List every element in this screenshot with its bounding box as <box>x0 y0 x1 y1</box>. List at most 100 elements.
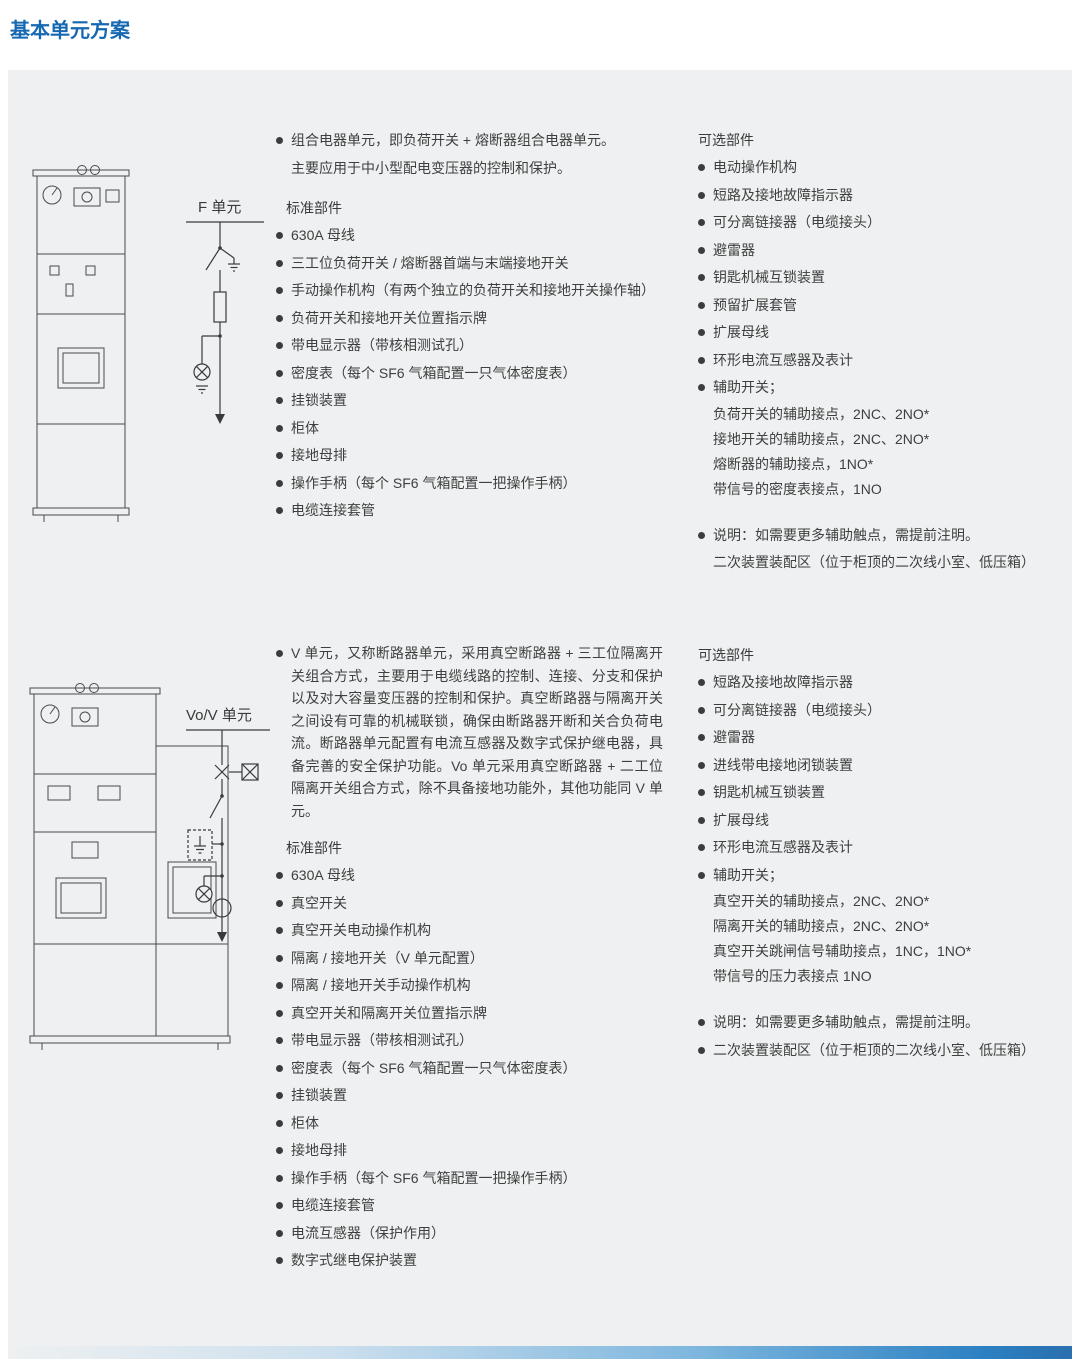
note-item: 说明：如需要更多辅助触点，需提前注明。 <box>698 1009 1070 1037</box>
bullet-icon <box>698 871 705 879</box>
bullet-icon <box>698 816 705 824</box>
bullet-icon <box>276 397 283 404</box>
list-item: 辅助开关； <box>698 862 1070 890</box>
bullet-icon <box>698 384 705 391</box>
f-unit-optional-column: 可选部件 电动操作机构 短路及接地故障指示器 可分离链接器（电缆接头） 避雷器 … <box>698 127 1068 577</box>
aux-contact-line: 隔离开关的辅助接点，2NC、2NO* <box>713 918 930 934</box>
list-item: 负荷开关和接地开关位置指示牌 <box>276 305 688 333</box>
aux-contact-line: 真空开关的辅助接点，2NC、2NO* <box>713 893 930 909</box>
f-unit-description-column: 组合电器单元，即负荷开关 + 熔断器组合电器单元。 主要应用于中小型配电变压器的… <box>276 127 688 525</box>
page-title: 基本单元方案 <box>10 20 130 42</box>
list-item: 钥匙机械互锁装置 <box>698 264 1068 292</box>
v-optional-header: 可选部件 <box>698 647 754 663</box>
bullet-icon <box>698 329 705 336</box>
bullet-icon <box>276 369 283 377</box>
bullet-icon <box>276 899 283 907</box>
bullet-icon <box>698 356 705 364</box>
bullet-icon <box>276 507 283 514</box>
bullet-icon <box>276 137 283 144</box>
bullet-icon <box>276 927 283 934</box>
bullet-icon <box>276 452 283 459</box>
v-intro-paragraph: V 单元，又称断路器单元，采用真空断路器 + 三工位隔离开关组合方式，主要用于电… <box>276 642 688 822</box>
note-item: 二次装置装配区（位于柜顶的二次线小室、低压箱） <box>713 554 1035 570</box>
list-item: 挂锁装置 <box>276 1082 688 1110</box>
list-item: 预留扩展套管 <box>698 292 1068 320</box>
bullet-icon <box>698 301 705 309</box>
list-item: 电动操作机构 <box>698 154 1068 182</box>
bullet-icon <box>276 982 283 989</box>
bullet-icon <box>276 1037 283 1044</box>
f-standard-header: 标准部件 <box>286 200 342 216</box>
list-item: 柜体 <box>276 415 688 443</box>
list-item: 可分离链接器（电缆接头） <box>698 209 1068 237</box>
bullet-icon <box>276 954 283 962</box>
list-item: 密度表（每个 SF6 气箱配置一只气体密度表） <box>276 360 688 388</box>
bullet-icon <box>276 1064 283 1072</box>
bullet-icon <box>276 259 283 267</box>
v-unit-description-column: V 单元，又称断路器单元，采用真空断路器 + 三工位隔离开关组合方式，主要用于电… <box>276 642 688 1275</box>
bullet-icon <box>276 1229 283 1237</box>
list-item: 电缆连接套管 <box>276 497 688 525</box>
note-item: 二次装置装配区（位于柜顶的二次线小室、低压箱） <box>698 1037 1070 1065</box>
bullet-icon <box>276 1147 283 1154</box>
list-item: 环形电流互感器及表计 <box>698 834 1070 862</box>
bullet-icon <box>698 1019 705 1026</box>
list-item: 操作手柄（每个 SF6 气箱配置一把操作手柄） <box>276 1165 688 1193</box>
list-item: 短路及接地故障指示器 <box>698 182 1068 210</box>
list-item: 柜体 <box>276 1110 688 1138</box>
list-item: 密度表（每个 SF6 气箱配置一只气体密度表） <box>276 1055 688 1083</box>
bullet-icon <box>276 479 283 487</box>
bullet-icon <box>276 314 283 322</box>
list-item: 进线带电接地闭锁装置 <box>698 752 1070 780</box>
list-item: 隔离 / 接地开关手动操作机构 <box>276 972 688 1000</box>
bullet-icon <box>276 287 283 294</box>
bullet-icon <box>276 872 283 879</box>
bullet-icon <box>276 424 283 432</box>
list-item: 避雷器 <box>698 237 1068 265</box>
v-intro-text: V 单元，又称断路器单元，采用真空断路器 + 三工位隔离开关组合方式，主要用于电… <box>291 645 663 819</box>
note-item: 说明：如需要更多辅助触点，需提前注明。 <box>698 522 1068 550</box>
list-item: 组合电器单元，即负荷开关 + 熔断器组合电器单元。 <box>276 127 688 155</box>
bullet-icon <box>698 191 705 199</box>
aux-contact-line: 带信号的密度表接点，1NO <box>713 480 882 497</box>
list-item: 短路及接地故障指示器 <box>698 669 1070 697</box>
bullet-icon <box>698 531 705 539</box>
aux-contact-line: 真空开关跳闸信号辅助接点，1NC，1NO* <box>713 943 972 959</box>
aux-contact-line: 带信号的压力表接点 1NO <box>713 968 872 984</box>
list-item: 数字式继电保护装置 <box>276 1247 688 1275</box>
list-item: 避雷器 <box>698 724 1070 752</box>
bullet-icon <box>276 342 283 349</box>
list-item: 接地母排 <box>276 442 688 470</box>
list-item: 真空开关电动操作机构 <box>276 917 688 945</box>
v-unit-optional-column: 可选部件 短路及接地故障指示器 可分离链接器（电缆接头） 避雷器 进线带电接地闭… <box>698 642 1070 1064</box>
bullet-icon <box>698 219 705 226</box>
bullet-icon <box>276 232 283 239</box>
bullet-icon <box>276 650 283 657</box>
f-intro-line: 主要应用于中小型配电变压器的控制和保护。 <box>291 159 571 176</box>
list-item: 扩展母线 <box>698 319 1068 347</box>
f-cabinet-drawing <box>30 162 132 528</box>
list-item: 三工位负荷开关 / 熔断器首端与末端接地开关 <box>276 250 688 278</box>
list-item: 电流互感器（保护作用） <box>276 1220 688 1248</box>
list-item: 扩展母线 <box>698 807 1070 835</box>
list-item: 630A 母线 <box>276 862 688 890</box>
content-panel: F 单元 <box>8 70 1072 1359</box>
f-unit-label: F 单元 <box>198 199 242 216</box>
bullet-icon <box>698 679 705 686</box>
list-item: 操作手柄（每个 SF6 气箱配置一把操作手柄） <box>276 470 688 498</box>
bottom-gradient-bar <box>8 1346 1072 1359</box>
list-item: 真空开关 <box>276 890 688 918</box>
bullet-icon <box>276 1092 283 1099</box>
list-item: 带电显示器（带核相测试孔） <box>276 332 688 360</box>
bullet-icon <box>276 1257 283 1264</box>
bullet-icon <box>276 1202 283 1209</box>
list-item: 环形电流互感器及表计 <box>698 347 1068 375</box>
bullet-icon <box>276 1009 283 1017</box>
v-circuit-diagram <box>184 726 274 961</box>
bullet-icon <box>698 761 705 769</box>
list-item: 隔离 / 接地开关（V 单元配置） <box>276 945 688 973</box>
list-item: 接地母排 <box>276 1137 688 1165</box>
bullet-icon <box>698 789 705 796</box>
list-item: 可分离链接器（电缆接头） <box>698 697 1070 725</box>
